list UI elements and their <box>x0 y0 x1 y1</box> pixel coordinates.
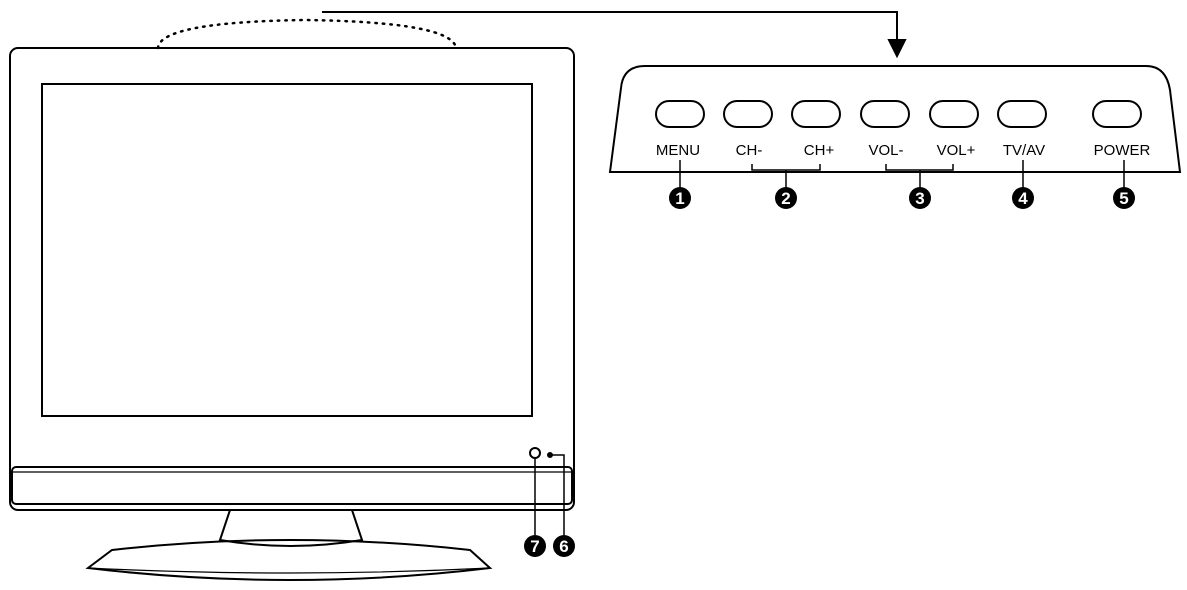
callout-tv-av: 4 <box>1012 187 1034 209</box>
callout-channel: 2 <box>775 187 797 209</box>
callout-remote-sensor-number: 7 <box>530 537 539 556</box>
power-label: POWER <box>1094 142 1151 159</box>
ch-minus-label: CH- <box>736 142 763 159</box>
bracket-channel <box>751 164 821 171</box>
tv-screen <box>41 83 533 417</box>
power-button-shape[interactable] <box>1092 100 1142 128</box>
ch-plus-button-shape[interactable] <box>791 100 841 128</box>
callout-volume: 3 <box>909 187 931 209</box>
connector-line <box>322 11 898 42</box>
callout-power-number: 5 <box>1119 189 1128 208</box>
callout-power: 5 <box>1113 187 1135 209</box>
remote-sensor-dot <box>529 447 541 459</box>
vol-minus-label: VOL- <box>868 142 903 159</box>
callout-tv-av-number: 4 <box>1018 189 1028 208</box>
callout-channel-number: 2 <box>781 189 790 208</box>
tv-bottom-strip <box>11 466 573 505</box>
callout-indicator-led-number: 6 <box>559 537 568 556</box>
button-area-dotted-arc <box>156 18 458 50</box>
connector-arrowhead <box>887 39 907 59</box>
ch-minus-button-shape[interactable] <box>723 100 773 128</box>
callout-volume-number: 3 <box>915 189 924 208</box>
callout-menu: 1 <box>669 187 691 209</box>
control-panel <box>608 65 1182 173</box>
vol-plus-button-shape[interactable] <box>929 100 979 128</box>
tv-av-button-shape[interactable] <box>997 100 1047 128</box>
tv-bezel <box>9 47 575 511</box>
tv-stand-base-edge <box>87 567 491 574</box>
vol-plus-label: VOL+ <box>937 142 976 159</box>
vol-minus-button-shape[interactable] <box>860 100 910 128</box>
menu-label: MENU <box>656 142 700 159</box>
ch-plus-label: CH+ <box>804 142 835 159</box>
bracket-volume <box>885 164 954 171</box>
leader-indicator-led <box>552 454 565 535</box>
callout-remote-sensor: 7 <box>524 535 546 557</box>
callout-menu-number: 1 <box>675 189 684 208</box>
tv-av-label: TV/AV <box>1003 142 1045 159</box>
indicator-led-dot <box>547 452 553 458</box>
callout-indicator-led: 6 <box>553 535 575 557</box>
menu-button-shape[interactable] <box>655 100 705 128</box>
